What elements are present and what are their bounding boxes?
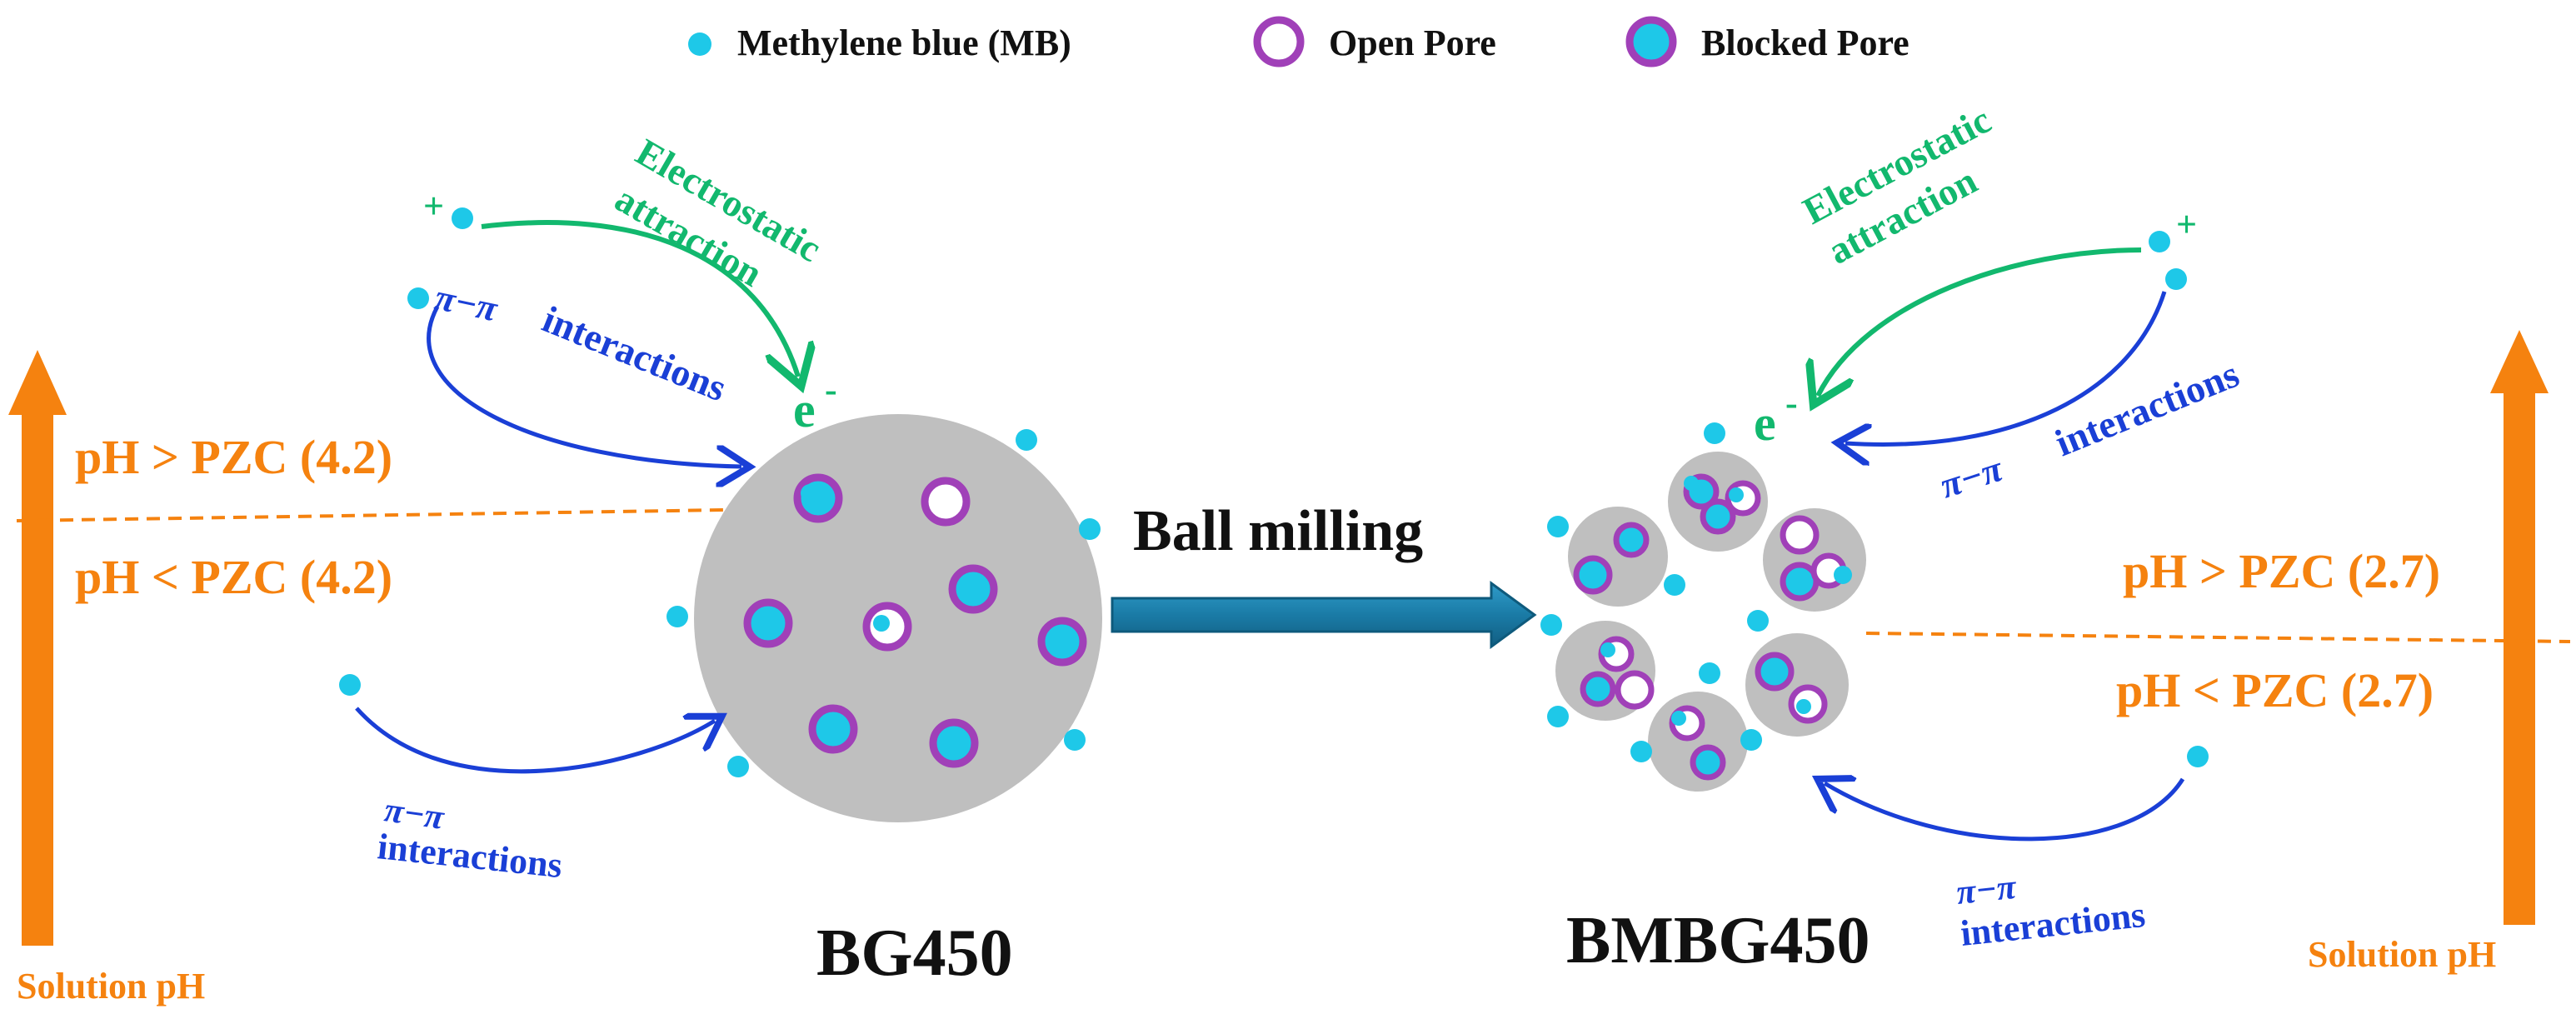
bmbg450-particles: BMBG450 xyxy=(1540,422,1870,977)
mb-molecule xyxy=(666,606,688,627)
mb-molecule xyxy=(1060,632,1076,648)
pi-pi-interaction-arrow-lower xyxy=(355,707,715,774)
blocked-pore xyxy=(929,718,979,768)
right-ph-arrow-shaft xyxy=(2504,392,2535,925)
pi-pi-interaction-arrow-upper xyxy=(427,305,741,467)
left-ph-high-label: pH > PZC (4.2) xyxy=(75,430,392,484)
left-pzc-dashed-line xyxy=(16,508,726,522)
right-ph-arrowhead xyxy=(2490,330,2549,393)
blocked-pore xyxy=(1690,744,1726,781)
right-ph-low-label: pH < PZC (2.7) xyxy=(2116,663,2434,717)
mb-molecule xyxy=(339,674,361,696)
legend-mb-dot xyxy=(688,32,711,56)
pi-pi-interaction-arrow-upper xyxy=(1845,291,2167,444)
blocked-pore xyxy=(1573,555,1613,595)
mb-molecule xyxy=(1016,429,1037,451)
blocked-pore xyxy=(808,704,858,754)
pi-pi-label-upper: π−π xyxy=(432,277,502,330)
mb-molecule xyxy=(1064,729,1086,751)
blocked-pore xyxy=(1613,522,1650,558)
mb-molecule xyxy=(1834,566,1852,584)
left-ph-axis-label: Solution pH xyxy=(17,966,205,1007)
right-pzc-dashed-line xyxy=(1865,632,2571,643)
left-ph-axis: Solution pH pH > PZC (4.2) pH < PZC (4.2… xyxy=(8,350,726,1007)
mb-molecule xyxy=(1547,706,1569,727)
mb-molecule xyxy=(1704,422,1725,444)
plus-charge-sign: + xyxy=(423,186,444,227)
right-ph-high-label: pH > PZC (2.7) xyxy=(2123,544,2440,598)
mb-molecule xyxy=(1747,610,1769,632)
ball-milling-arrow xyxy=(1111,581,1537,649)
mb-molecule xyxy=(1729,487,1744,502)
mb-molecule xyxy=(1630,741,1652,762)
mb-molecule xyxy=(1547,516,1569,537)
legend-open-pore-label: Open Pore xyxy=(1329,22,1496,63)
mb-molecule xyxy=(2165,268,2187,290)
right-ph-axis-label: Solution pH xyxy=(2308,934,2496,975)
mb-molecule xyxy=(873,615,890,632)
mb-molecule xyxy=(1600,642,1615,657)
mb-molecule xyxy=(1796,699,1811,714)
left-ph-arrowhead xyxy=(8,350,67,415)
legend-blocked-pore-icon xyxy=(1625,16,1677,67)
electrostatic-attraction-arrow xyxy=(481,220,798,377)
legend-mb-label: Methylene blue (MB) xyxy=(737,22,1071,63)
interactions-label-lower: interactions xyxy=(376,826,564,886)
mb-molecule xyxy=(452,207,473,229)
pi-pi-interaction-arrow-lower xyxy=(1825,779,2185,842)
mb-molecule xyxy=(801,484,819,502)
pi-pi-label-lower: π−π xyxy=(1954,868,2019,912)
legend-open-pore-icon xyxy=(1253,16,1305,67)
blocked-pore xyxy=(1580,671,1616,707)
right-ph-axis: Solution pH pH > PZC (2.7) pH < PZC (2.7… xyxy=(1865,330,2571,975)
bmbg450-pores xyxy=(1573,473,1847,781)
interactions-label-upper: interactions xyxy=(2049,352,2245,464)
mb-molecule xyxy=(2149,231,2170,252)
open-pore xyxy=(921,477,971,527)
blocked-pore xyxy=(1700,498,1736,535)
mb-molecule xyxy=(1540,614,1562,636)
ball-milling-label: Ball milling xyxy=(1133,499,1423,563)
electron-superscript: - xyxy=(1785,382,1798,423)
left-ph-arrow-shaft xyxy=(22,412,53,946)
blocked-pore xyxy=(1755,652,1795,692)
bg450-particle: BG450 xyxy=(666,414,1102,990)
mb-molecule xyxy=(727,756,749,777)
mb-molecule xyxy=(407,287,429,309)
pi-pi-label-upper: π−π xyxy=(1935,448,2008,507)
mb-molecule xyxy=(1684,476,1699,491)
electron-label: e xyxy=(1754,396,1776,451)
ball-milling-process: Ball milling xyxy=(1111,499,1537,649)
mb-molecule xyxy=(1671,711,1686,726)
mb-molecule xyxy=(1079,518,1101,540)
electron-superscript: - xyxy=(825,369,837,410)
left-ph-low-label: pH < PZC (4.2) xyxy=(75,550,392,604)
mb-molecule xyxy=(1740,729,1762,751)
blocked-pore xyxy=(948,564,998,614)
mb-molecule xyxy=(1699,662,1720,684)
blocked-pore xyxy=(743,598,793,648)
interactions-label-upper: interactions xyxy=(537,297,732,409)
legend-blocked-pore-label: Blocked Pore xyxy=(1701,22,1910,63)
pi-pi-label-lower: π−π xyxy=(382,791,447,837)
open-pore xyxy=(1780,515,1820,555)
mb-molecule xyxy=(1664,574,1685,596)
electrostatic-attraction-arrow xyxy=(1818,247,2142,396)
electron-label: e xyxy=(793,382,816,437)
bg450-label: BG450 xyxy=(816,917,1013,990)
plus-charge-sign: + xyxy=(2176,204,2197,245)
mb-molecule xyxy=(2187,746,2209,767)
open-pore xyxy=(1615,670,1655,710)
legend: Methylene blue (MB) Open Pore Blocked Po… xyxy=(688,16,1910,67)
bmbg450-label: BMBG450 xyxy=(1566,904,1870,977)
